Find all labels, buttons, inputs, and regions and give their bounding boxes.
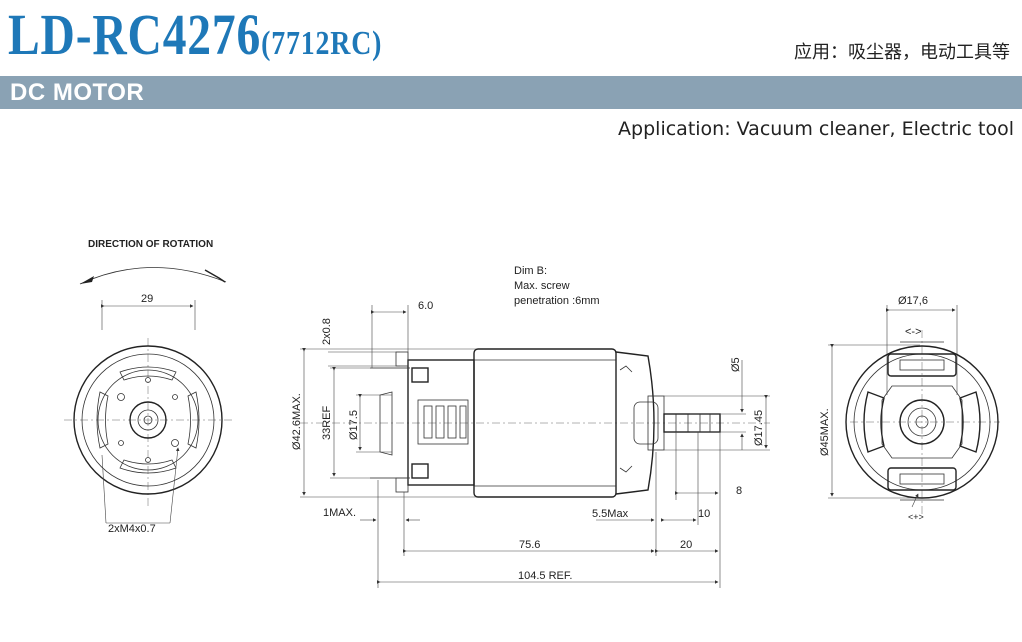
rotation-arrow-tail	[204, 269, 226, 283]
dim-b-line2: Max. screw	[514, 280, 570, 292]
thread-callout: 2xM4x0.7	[108, 523, 156, 535]
rear-polarity-top: <->	[905, 326, 922, 338]
application-chinese: 应用：吸尘器，电动工具等	[794, 42, 1010, 63]
rear-view: Ø17,6 Ø45MAX. <-> <+>	[819, 295, 1000, 522]
front-view: DIRECTION OF ROTATION 29 2xM	[64, 239, 232, 535]
dim-5: Ø5	[730, 357, 742, 372]
rear-dim-17-6: Ø17,6	[898, 295, 928, 307]
dim-104-5-ref: 104.5 REF.	[518, 570, 572, 582]
dim-6: 6.0	[418, 300, 433, 312]
model-alt-number: (7712RC)	[261, 25, 383, 62]
dim-42-6-max: Ø42.6MAX.	[291, 393, 303, 450]
category-label: DC MOTOR	[10, 79, 145, 106]
dim-10: 10	[698, 508, 710, 520]
dim-17-5: Ø17.5	[348, 410, 360, 440]
dim-17-45: Ø17.45	[753, 410, 765, 446]
dim-2x0-8: 2x0.8	[321, 318, 333, 345]
side-view: Dim B: Max. screw penetration :6mm	[291, 265, 770, 588]
dim-front-width: 29	[141, 293, 153, 305]
dim-b-title: Dim B:	[514, 265, 547, 277]
application-english: Application: Vacuum cleaner, Electric to…	[618, 118, 1014, 140]
rotation-arrow-head	[80, 276, 94, 284]
model-number: LD-RC4276(7712RC)	[8, 2, 383, 67]
dim-20: 20	[680, 539, 692, 551]
dim-b-line3: penetration :6mm	[514, 295, 600, 307]
dim-1-max: 1MAX.	[323, 507, 356, 519]
rotation-label: DIRECTION OF ROTATION	[88, 239, 213, 250]
category-banner: DC MOTOR	[0, 76, 1022, 109]
dim-33-ref: 33REF	[321, 405, 333, 440]
dim-5-5-max: 5.5Max	[592, 508, 629, 520]
rotation-arrow	[79, 267, 227, 285]
rear-polarity-bottom: <+>	[908, 512, 924, 522]
dim-8: 8	[736, 485, 742, 497]
title-block: LD-RC4276(7712RC)	[8, 0, 464, 70]
dim-75-6: 75.6	[519, 539, 540, 551]
rear-dim-45-max: Ø45MAX.	[819, 408, 831, 456]
